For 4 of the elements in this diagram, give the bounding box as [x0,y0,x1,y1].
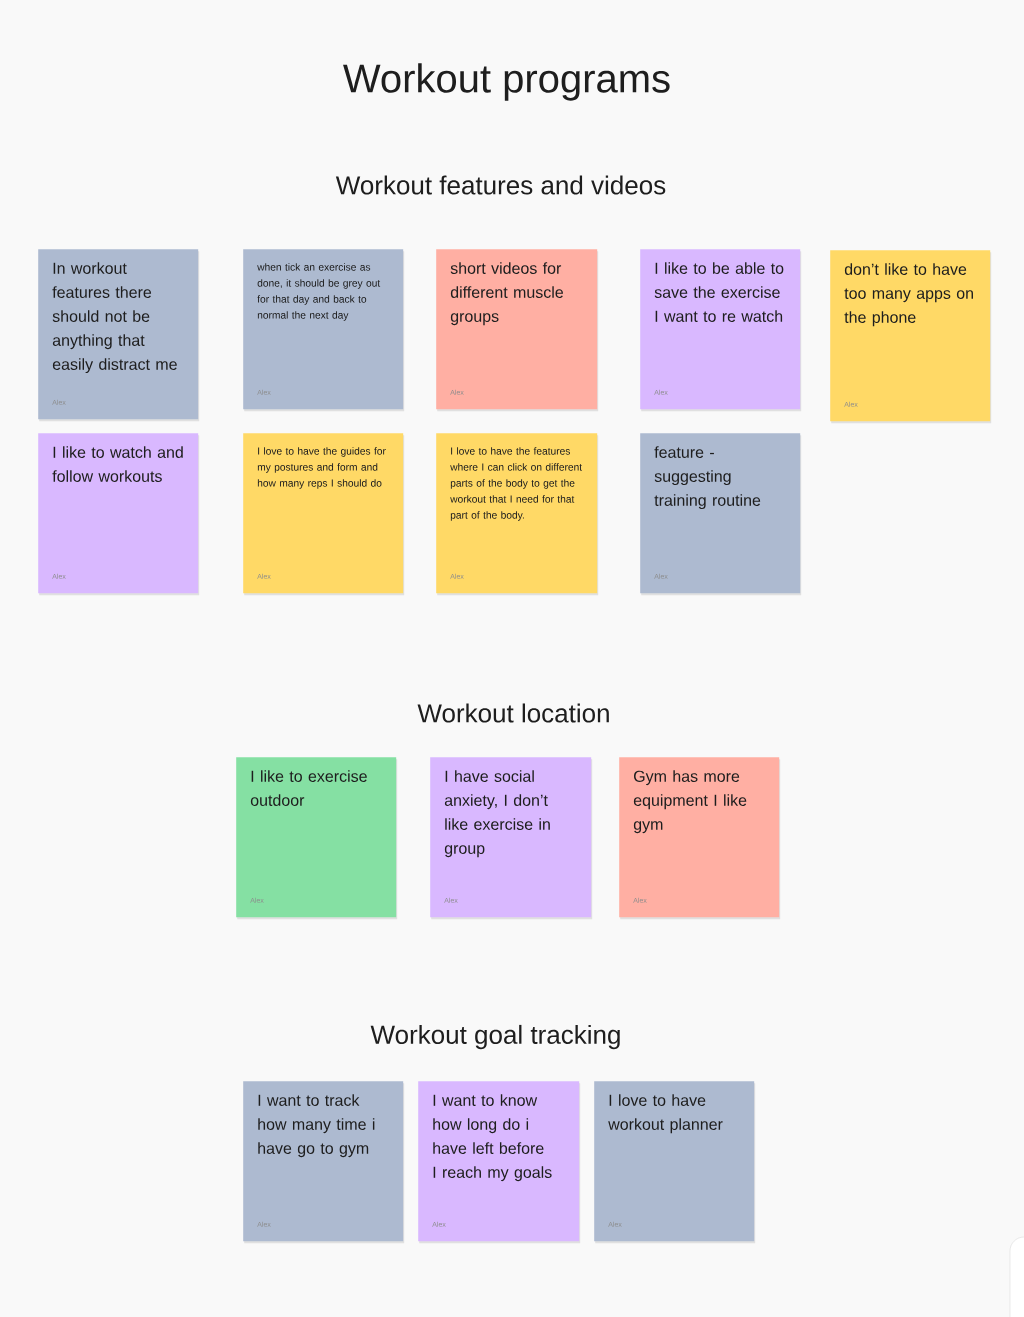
section-heading: Workout location [417,703,609,723]
section-heading: Workout features and videos [335,175,666,195]
page-title: Workout programs [343,63,670,101]
section-heading: Workout goal tracking [370,1024,620,1050]
